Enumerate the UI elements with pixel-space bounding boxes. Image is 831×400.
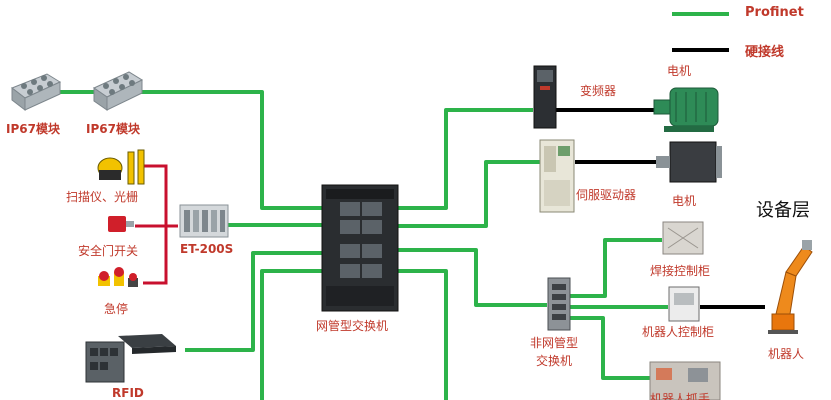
profinet-link-unmanaged-to-gripper (570, 316, 650, 380)
robot-icon (768, 240, 813, 334)
et200s-icon (179, 204, 229, 238)
legend-profinet-label: Profinet (745, 5, 804, 20)
ip67-module-2-icon (92, 71, 144, 111)
device-layer-label: 设备层 (756, 200, 810, 221)
motor-1-label: 电机 (667, 64, 692, 78)
robot-cabinet-icon (668, 286, 700, 322)
ip67-module-1-label: IP67模块 (6, 122, 60, 136)
safety-door-switch-label: 安全门开关 (78, 244, 139, 258)
unmanaged-switch-label-line2: 交换机 (536, 354, 573, 368)
safety-door-switch-icon (108, 216, 134, 232)
emergency-stop-icon (98, 267, 138, 287)
scanner-light-curtain-icon (97, 149, 145, 185)
et200s-label: ET-200S (180, 242, 234, 256)
profinet-link-ip67-to-managed-switch (140, 90, 340, 210)
managed-switch-icon (321, 184, 399, 312)
hardwire-link-scanner (143, 164, 178, 228)
servo-drive-icon (539, 139, 575, 213)
inverter-icon (533, 65, 557, 129)
legend-hardwire-label: 硬接线 (745, 45, 785, 60)
ip67-module-1-icon (10, 73, 62, 112)
welding-cabinet-label: 焊接控制柜 (650, 264, 711, 278)
profinet-link-switch-to-servo (360, 160, 542, 228)
servo-drive-label: 伺服驱动器 (576, 188, 637, 202)
profinet-link-unmanaged-to-welding (570, 238, 662, 298)
motor-2-icon (656, 141, 722, 183)
unmanaged-switch-icon (547, 277, 571, 331)
welding-cabinet-icon (662, 221, 704, 255)
profinet-link-rfid-to-switch (185, 251, 340, 352)
profinet-link-switch-to-inverter (360, 108, 533, 210)
rfid-label: RFID (112, 386, 144, 400)
motor-1-icon (653, 87, 719, 132)
robot-gripper-icon (649, 361, 721, 400)
profinet-link-switch-to-unmanaged-switch (360, 248, 547, 307)
rfid-icon (85, 334, 176, 383)
hardwire-link-estop (143, 226, 168, 285)
robot-cabinet-label: 机器人控制柜 (642, 325, 715, 339)
motor-2-label: 电机 (672, 194, 697, 208)
scanner-light-curtain-label: 扫描仪、光栅 (66, 190, 139, 204)
unmanaged-switch-label-line1: 非网管型 (530, 336, 579, 350)
ip67-module-2-label: IP67模块 (86, 122, 140, 136)
inverter-label: 变频器 (580, 84, 617, 98)
profinet-link-switch-down-left (260, 269, 340, 400)
emergency-stop-label: 急停 (104, 302, 129, 316)
robot-gripper-label: 机器人抓手 (650, 392, 711, 400)
robot-label: 机器人 (768, 347, 805, 361)
managed-switch-label: 网管型交换机 (316, 319, 389, 333)
